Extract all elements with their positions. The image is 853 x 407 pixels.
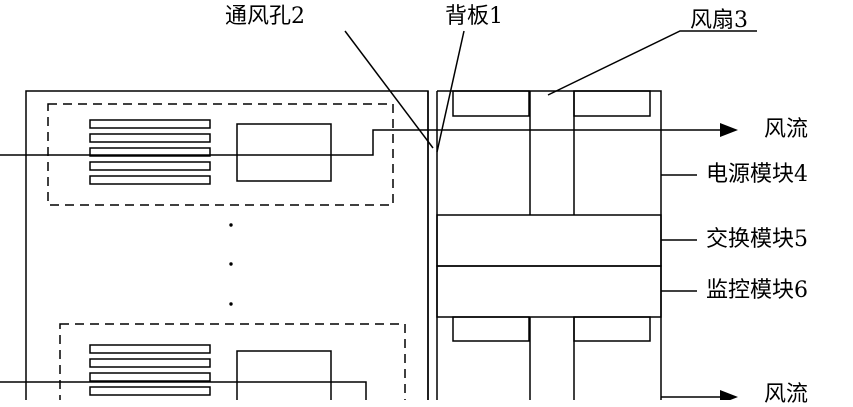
arrow-head-bottom xyxy=(720,390,738,400)
switch-module-block xyxy=(436,214,662,267)
label-backplane: 背板1 xyxy=(445,4,503,29)
label-power-module: 电源模块4 xyxy=(706,162,808,187)
monitor-module-block xyxy=(436,265,662,318)
label-airflow-top: 风流 xyxy=(764,117,809,142)
ellipsis-dots xyxy=(229,223,233,306)
label-switch-module: 交换模块5 xyxy=(706,227,808,252)
chip-lower xyxy=(236,350,332,400)
fan-unit-top-left xyxy=(452,90,530,117)
module-enclosure xyxy=(437,90,662,400)
chip-upper xyxy=(236,123,332,182)
fan-unit-bottom-right xyxy=(573,316,651,342)
leader-backplane xyxy=(436,30,465,153)
airflow-path-top xyxy=(0,129,722,156)
label-airflow-bottom: 风流 xyxy=(764,382,809,407)
label-vent: 通风孔2 xyxy=(225,4,305,29)
leader-fan xyxy=(547,30,757,96)
label-fan: 风扇3 xyxy=(690,8,748,33)
fan-unit-top-right xyxy=(573,90,651,117)
label-monitor-module: 监控模块6 xyxy=(706,278,808,303)
chassis-outline xyxy=(25,90,429,400)
airflow-path-bottom xyxy=(0,381,367,400)
arrow-head-top xyxy=(720,123,738,137)
board-lower xyxy=(59,323,406,400)
vent-slots-upper xyxy=(89,119,211,185)
vent-slots-lower xyxy=(89,344,211,396)
fan-unit-bottom-left xyxy=(452,316,530,342)
leader-vent xyxy=(344,30,434,149)
